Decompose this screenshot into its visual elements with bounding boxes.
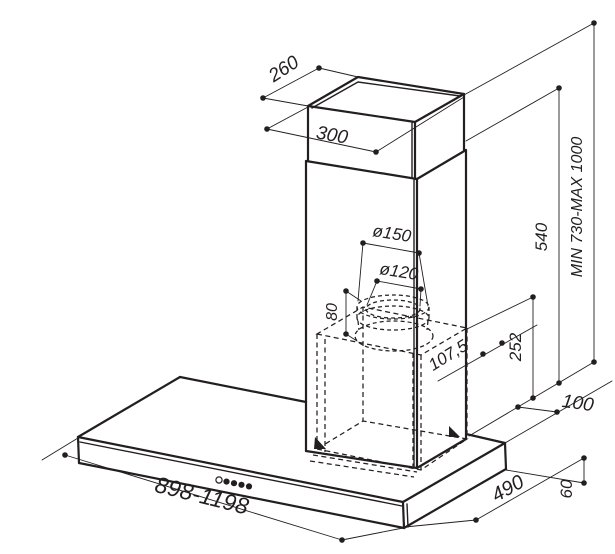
dim-label-80: 80: [324, 303, 341, 321]
chimney-bottom-right-edge: [415, 437, 468, 470]
dimension-diameter-120: ø120: [366, 259, 424, 307]
dim-label-min-max: MIN 730-MAX 1000: [569, 137, 586, 278]
chimney: [304, 75, 468, 470]
dimension-540: 540: [465, 85, 562, 386]
canopy-front-right-vertical-inner: [406, 503, 409, 528]
dimension-60: 60: [505, 457, 587, 498]
speed-button-2: [230, 480, 238, 487]
dim-label-diameter-150: ø150: [371, 221, 413, 246]
ext-line: [266, 106, 309, 130]
dim-label-100: 100: [561, 391, 596, 416]
canopy-front-bottom-edge: [77, 461, 406, 530]
ext-line: [262, 97, 309, 107]
ext-line: [41, 437, 79, 461]
dim-line-100: [517, 406, 558, 413]
canopy-front-top-edge-inner: [79, 441, 403, 507]
filter-frame-line-1: [312, 454, 418, 473]
dim-label-60: 60: [557, 479, 576, 498]
leader-line: [419, 288, 422, 307]
dim-line-260: [262, 67, 320, 99]
dimension-100: 100: [515, 391, 595, 416]
dim-line-107-5: [437, 324, 538, 382]
ext-line: [465, 87, 560, 142]
dimension-260: 260: [260, 52, 359, 107]
dim-label-width-range: 898-1198: [152, 471, 251, 519]
lower-chimney-rim-front: [304, 159, 419, 181]
ext-line: [466, 296, 534, 330]
dim-label-252: 252: [506, 332, 525, 362]
dimension-252: 252: [466, 294, 536, 401]
chimney-top-rim-inner: [311, 81, 461, 109]
canopy-right-top-edge: [401, 441, 507, 504]
leader-line: [418, 252, 429, 307]
canopy-back-edge-right: [464, 432, 507, 445]
dimension-min-max-height: MIN 730-MAX 1000: [463, 20, 597, 365]
ext-line: [375, 96, 465, 153]
collar-base-ticks: [357, 320, 429, 331]
ext-line: [318, 67, 359, 78]
dim-line-width: [64, 454, 343, 541]
ext-line: [505, 469, 585, 484]
duct-inner-ellipse: [365, 299, 421, 319]
outlet-hole-ellipse: [354, 320, 434, 352]
mounting-bracket-mark-right: [449, 426, 460, 437]
leader-line: [366, 280, 378, 306]
dimension-300: 300: [264, 96, 465, 155]
canopy-left-vertical-edge: [76, 435, 81, 465]
chimney-bottom-front-edge: [304, 449, 419, 470]
ext-line: [341, 527, 404, 541]
collar-side-edges: [356, 307, 430, 318]
canopy-top-left-edge: [76, 375, 182, 439]
canopy: [76, 375, 508, 530]
dim-label-300: 300: [315, 122, 350, 148]
canopy-back-edge-left: [178, 375, 308, 404]
speed-button-1: [223, 478, 230, 485]
light-button: [245, 483, 253, 490]
dim-label-107-5: 107,5: [425, 336, 472, 375]
ext-line: [404, 519, 477, 528]
speed-button-3: [238, 481, 245, 488]
dim-label-260: 260: [264, 52, 303, 88]
duct-collar: [354, 294, 434, 352]
motor-housing: [309, 306, 469, 478]
housing-bottom-rim: [315, 420, 469, 471]
dimension-80: 80: [324, 288, 362, 342]
filter-frame-line-2: [309, 460, 415, 478]
power-button: [215, 476, 223, 484]
leader-line: [357, 242, 364, 302]
mounting-bracket-mark-left: [314, 437, 326, 449]
canopy-front-right-vertical: [401, 501, 406, 530]
dim-line-150: [362, 242, 420, 254]
ext-line: [463, 22, 595, 96]
lower-chimney-rim-right: [415, 148, 468, 181]
ext-line: [345, 290, 362, 302]
collar-top-ellipse: [356, 294, 430, 320]
dim-line-300: [266, 128, 377, 153]
housing-top-rim: [315, 306, 469, 356]
control-buttons: [215, 476, 253, 490]
dim-line-120: [376, 280, 422, 290]
chimney-top-rim: [306, 75, 466, 124]
dim-line-490: [475, 457, 585, 521]
dim-label-540: 540: [532, 222, 551, 251]
canopy-right-bottom-edge: [402, 467, 508, 530]
canopy-front-top-edge: [76, 435, 405, 504]
canopy-back-right-vertical: [503, 441, 508, 471]
